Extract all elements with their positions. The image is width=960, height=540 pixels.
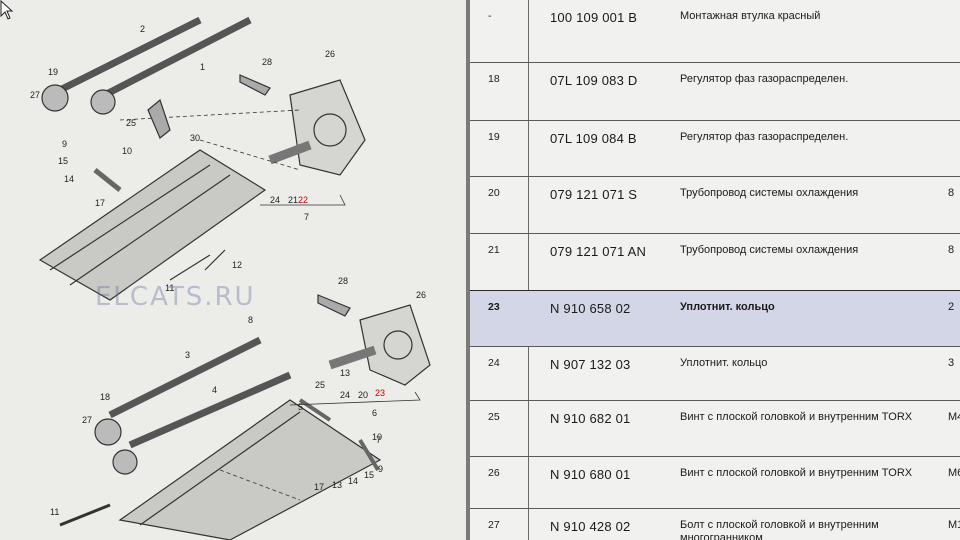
part-position: 21	[488, 244, 500, 256]
part-position: 26	[488, 467, 500, 479]
part-name: Болт с плоской головкой и внутренним мно…	[680, 519, 879, 540]
table-row[interactable]: 27 N 910 428 02 Болт с плоской головкой и …	[470, 508, 960, 540]
table-row[interactable]: 26 N 910 680 01 Винт с плоской головкой и …	[470, 456, 960, 509]
svg-text:9: 9	[378, 464, 383, 474]
table-row[interactable]: 23 N 910 658 02 Уплотнит. кольцо 2	[470, 290, 960, 347]
table-row[interactable]: 21 079 121 071 AN Трубопровод системы охла…	[470, 233, 960, 291]
part-number: N 910 682 01	[550, 411, 631, 426]
part-position: 23	[488, 301, 500, 313]
part-name: Трубопровод системы охлаждения	[680, 187, 859, 199]
part-position: 27	[488, 519, 500, 531]
svg-text:11: 11	[165, 283, 174, 293]
svg-text:24: 24	[270, 195, 280, 205]
part-number: 100 109 001 B	[550, 10, 638, 25]
svg-text:15: 15	[364, 470, 374, 480]
part-extra: M1	[948, 519, 960, 531]
part-position: 18	[488, 73, 500, 85]
svg-text:4: 4	[212, 385, 217, 395]
parts-table: - 100 109 001 B Монтажная втулка красный 18…	[470, 0, 960, 540]
svg-text:14: 14	[348, 476, 358, 486]
watermark: ELCATS.RU	[95, 282, 256, 312]
part-extra: 8	[948, 244, 955, 256]
part-number: 07L 109 084 B	[550, 131, 637, 146]
svg-text:23: 23	[375, 388, 385, 398]
svg-text:9: 9	[62, 139, 67, 149]
part-number: N 910 680 01	[550, 467, 631, 482]
svg-text:28: 28	[262, 57, 272, 67]
part-number: N 910 658 02	[550, 301, 631, 316]
table-row[interactable]: 25 N 910 682 01 Винт с плоской головкой и …	[470, 400, 960, 457]
part-extra: 3	[948, 357, 955, 369]
svg-text:21: 21	[288, 195, 298, 205]
part-extra: 2	[948, 301, 955, 313]
svg-text:18: 18	[100, 392, 110, 402]
part-name: Монтажная втулка красный	[680, 10, 821, 22]
svg-text:22: 22	[298, 195, 308, 205]
svg-text:6: 6	[372, 408, 377, 418]
svg-text:10: 10	[122, 146, 132, 156]
svg-text:10: 10	[372, 432, 382, 442]
part-number: 079 121 071 AN	[550, 244, 647, 259]
part-extra: M4	[948, 411, 960, 423]
svg-text:3: 3	[185, 350, 190, 360]
table-row[interactable]: 20 079 121 071 S Трубопровод системы охлаж…	[470, 176, 960, 234]
part-name: Регулятор фаз газораспределен.	[680, 73, 849, 85]
svg-text:7: 7	[376, 435, 381, 445]
part-name: Регулятор фаз газораспределен.	[680, 131, 849, 143]
svg-text:27: 27	[30, 90, 40, 100]
part-name: Уплотнит. кольцо	[680, 301, 775, 313]
part-number: 079 121 071 S	[550, 187, 638, 202]
part-position: 24	[488, 357, 500, 369]
svg-text:7: 7	[304, 212, 309, 222]
part-name: Винт с плоской головкой и внутренним TOR…	[680, 411, 913, 423]
pane-divider[interactable]	[466, 0, 470, 540]
svg-text:14: 14	[64, 174, 74, 184]
svg-text:28: 28	[338, 276, 348, 286]
svg-text:1: 1	[200, 62, 205, 72]
part-position: 25	[488, 411, 500, 423]
svg-text:27: 27	[82, 415, 92, 425]
svg-text:17: 17	[95, 198, 105, 208]
svg-text:24: 24	[340, 390, 350, 400]
svg-text:13: 13	[340, 368, 350, 378]
part-position: 19	[488, 131, 500, 143]
svg-text:8: 8	[248, 315, 253, 325]
svg-text:30: 30	[190, 133, 200, 143]
svg-text:25: 25	[126, 118, 136, 128]
svg-text:26: 26	[325, 49, 335, 59]
part-extra: M6	[948, 467, 960, 479]
part-name: Уплотнит. кольцо	[680, 357, 768, 369]
part-number: N 910 428 02	[550, 519, 631, 534]
part-name: Винт с плоской головкой и внутренним TOR…	[680, 467, 913, 479]
column-separator	[528, 0, 529, 540]
table-row[interactable]: 19 07L 109 084 B Регулятор фаз газораспред…	[470, 120, 960, 177]
part-name: Трубопровод системы охлаждения	[680, 244, 859, 256]
table-row[interactable]: 18 07L 109 083 D Регулятор фаз газораспред…	[470, 62, 960, 121]
table-row[interactable]: - 100 109 001 B Монтажная втулка красный	[470, 0, 960, 62]
svg-text:5: 5	[298, 402, 303, 412]
mouse-cursor-icon	[0, 0, 14, 20]
part-position: -	[488, 10, 492, 22]
svg-text:11: 11	[50, 507, 59, 517]
svg-text:15: 15	[58, 156, 68, 166]
part-number: N 907 132 03	[550, 357, 631, 372]
svg-text:25: 25	[315, 380, 325, 390]
svg-text:19: 19	[48, 67, 58, 77]
svg-text:2: 2	[140, 24, 145, 34]
part-position: 20	[488, 187, 500, 199]
svg-text:20: 20	[358, 390, 368, 400]
part-number: 07L 109 083 D	[550, 73, 638, 88]
svg-text:17: 17	[314, 482, 324, 492]
part-extra: 8	[948, 187, 955, 199]
svg-text:12: 12	[232, 260, 242, 270]
svg-text:13: 13	[332, 480, 342, 490]
table-row[interactable]: 24 N 907 132 03 Уплотнит. кольцо 3	[470, 346, 960, 401]
svg-text:26: 26	[416, 290, 426, 300]
